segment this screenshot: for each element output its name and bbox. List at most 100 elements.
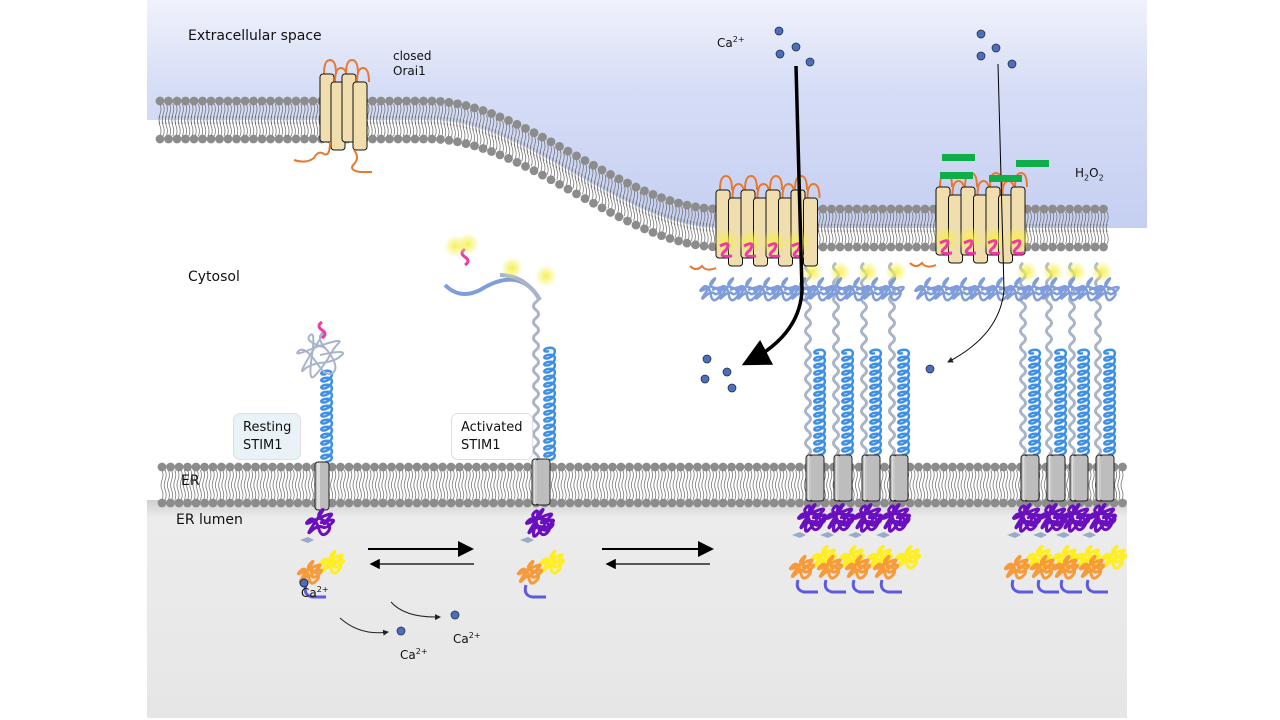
resting-stim1 <box>296 320 346 599</box>
lipid-tail <box>218 469 221 501</box>
lipid-tail <box>1011 469 1015 501</box>
lipid-tail <box>1002 469 1005 501</box>
lipid-tail <box>631 469 634 501</box>
lipid-tail <box>635 190 639 223</box>
lipid-tail <box>528 469 532 501</box>
lipid-tail <box>800 469 804 501</box>
calcium-ion <box>727 383 737 393</box>
lipid-tail <box>192 469 196 501</box>
lipid-tail <box>291 469 295 501</box>
lipid-head <box>931 462 940 472</box>
lipid-head <box>378 462 388 472</box>
lipid-head <box>410 96 420 106</box>
sam-domain <box>872 554 900 580</box>
lipid-tail <box>1051 211 1055 245</box>
lipid-head <box>387 498 396 508</box>
lipid-tail <box>405 103 408 137</box>
lipid-tail <box>648 195 651 229</box>
lipid-head <box>189 96 199 106</box>
lipid-tail <box>394 469 397 501</box>
lipid-tail <box>371 469 375 501</box>
lipid-tail <box>920 211 923 245</box>
h2o2-molecule <box>942 154 975 161</box>
lipid-tail <box>910 211 914 245</box>
lipid-head <box>489 498 498 508</box>
lipid-tail <box>579 469 583 501</box>
lipid-head <box>555 179 564 189</box>
stim1-linker <box>532 292 540 464</box>
h2o2-sub1: 2 <box>1084 173 1090 183</box>
lipid-tail <box>794 469 797 501</box>
lipid-tail <box>497 119 501 152</box>
lipid-tail <box>529 134 533 167</box>
lipid-tail <box>241 103 245 137</box>
lipid-tail <box>410 469 413 501</box>
ca-charge: 2+ <box>468 631 481 640</box>
lipid-head <box>769 462 779 472</box>
lipid-tail <box>746 469 749 501</box>
er-lumen-label: ER lumen <box>176 512 243 528</box>
lipid-head <box>999 462 1008 472</box>
ca-charge: 2+ <box>415 647 428 656</box>
lipid-tail <box>472 110 475 143</box>
lipid-head <box>565 498 575 508</box>
orai-extracellular-loop <box>794 174 808 191</box>
lipid-tail <box>494 118 498 151</box>
lipid-head <box>693 498 702 508</box>
lipid-tail <box>686 208 690 241</box>
er-label: ER <box>181 473 200 489</box>
lipid-head <box>982 498 991 508</box>
lipid-head <box>912 242 921 252</box>
lipid-tail <box>597 170 600 204</box>
lipid-tail <box>625 185 629 219</box>
lipid-tail <box>483 469 487 501</box>
cad-domain-cluster <box>1022 277 1048 302</box>
lipid-tail <box>1120 469 1124 501</box>
lipid-tail <box>1096 211 1099 245</box>
lipid-head <box>999 498 1008 508</box>
lipid-head <box>266 96 275 106</box>
lipid-tail <box>1102 211 1106 245</box>
interaction-glow <box>501 257 523 279</box>
orai-extracellular-loop <box>356 66 370 83</box>
lipid-head <box>727 462 736 472</box>
stim1-transmembrane-dimer <box>837 454 853 502</box>
lipid-tail <box>622 184 626 217</box>
calcium-ion <box>991 43 1001 53</box>
lipid-tail <box>416 469 420 501</box>
lipid-tail <box>759 469 762 501</box>
lipid-tail <box>461 469 465 501</box>
lipid-head <box>633 462 643 472</box>
ef-hand-yellow <box>866 544 894 570</box>
lipid-head <box>251 498 260 508</box>
ca-symbol: Ca <box>453 632 469 646</box>
lipid-head <box>674 236 683 246</box>
lipid-tail <box>237 469 241 501</box>
lipid-head <box>869 204 879 214</box>
lipid-head <box>835 242 845 252</box>
lipid-tail <box>872 211 875 245</box>
resting-stim1-line2: STIM1 <box>243 437 283 453</box>
lipid-head <box>225 462 235 472</box>
lipid-tail <box>568 154 571 188</box>
lipid-head <box>591 462 600 472</box>
lipid-tail <box>542 140 546 174</box>
lipid-tail <box>629 187 632 220</box>
lipid-tail <box>957 469 961 501</box>
n-terminus <box>1036 579 1059 594</box>
lipid-head <box>1099 204 1108 214</box>
lipid-tail <box>398 103 402 137</box>
h2o2-inhibited-orai1-channel <box>909 171 1031 268</box>
lipid-tail <box>179 469 183 501</box>
tm-highlight <box>836 456 839 500</box>
lipid-tail <box>1038 211 1042 245</box>
lipid-head <box>164 134 173 144</box>
lipid-tail <box>855 469 858 501</box>
lipid-tail <box>231 469 234 501</box>
lipid-head <box>718 498 728 508</box>
lipid-tail <box>557 469 561 501</box>
lipid-head <box>844 242 853 252</box>
lipid-head <box>710 498 719 508</box>
lipid-tail <box>1099 211 1103 245</box>
lipid-tail <box>661 200 664 234</box>
